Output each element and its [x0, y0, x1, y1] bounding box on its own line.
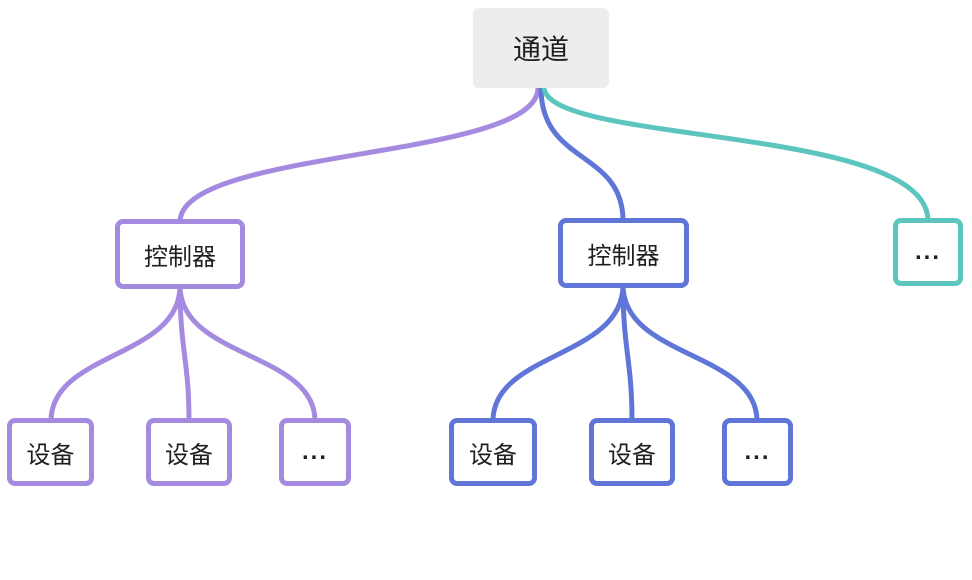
edge-controller-right-to-device-3: [620, 282, 760, 424]
controller-node-left[interactable]: 控制器: [115, 219, 245, 289]
more-devices-node-left[interactable]: ...: [279, 418, 351, 486]
more-devices-node-right[interactable]: ...: [722, 418, 793, 486]
device-node-right-2[interactable]: 设备: [589, 418, 675, 486]
edge-root-to-more: [541, 85, 931, 224]
more-branches-node[interactable]: ...: [893, 218, 963, 286]
edge-root-to-controller-left: [177, 85, 541, 225]
edge-root-to-controller-right: [538, 85, 626, 224]
device-node-right-1[interactable]: 设备: [449, 418, 537, 486]
edge-controller-right-to-device-1: [490, 282, 626, 424]
edge-controller-left-to-device-3: [177, 283, 318, 424]
edge-controller-left-to-device-1: [48, 283, 183, 424]
edge-controller-right-to-device-2: [620, 282, 635, 424]
device-node-left-2[interactable]: 设备: [146, 418, 232, 486]
root-node-channel[interactable]: 通道: [473, 8, 609, 88]
device-node-left-1[interactable]: 设备: [7, 418, 94, 486]
edge-controller-left-to-device-2: [177, 283, 192, 424]
controller-node-right[interactable]: 控制器: [558, 218, 689, 288]
